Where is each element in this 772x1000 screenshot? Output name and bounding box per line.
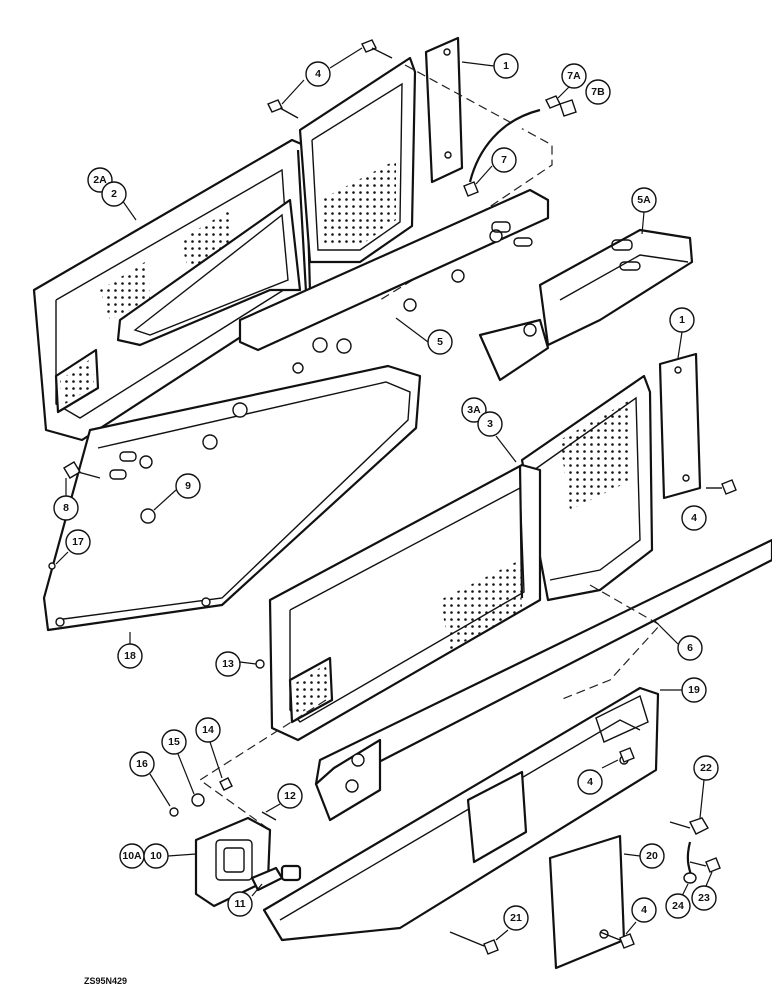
callout-4-right: 4 [681, 505, 707, 531]
svg-text:6: 6 [687, 642, 693, 654]
callout-6: 6 [653, 619, 703, 661]
svg-text:5: 5 [437, 336, 443, 348]
svg-text:1: 1 [503, 60, 509, 72]
svg-text:21: 21 [510, 912, 522, 924]
callout-17: 17 [55, 529, 91, 565]
key-11 [250, 864, 302, 892]
callout-19: 19 [660, 677, 707, 703]
callout-5A: 5A [631, 187, 657, 235]
dashed-guide-lower [559, 584, 661, 701]
callout-4-bottom: 4 [625, 897, 657, 935]
callout-23: 23 [691, 871, 717, 911]
svg-text:19: 19 [688, 684, 700, 696]
hardware [48, 39, 737, 955]
svg-text:4: 4 [691, 512, 697, 524]
cover-plate-1-top [424, 36, 464, 184]
svg-text:18: 18 [124, 650, 136, 662]
svg-text:7B: 7B [591, 86, 605, 98]
svg-text:7A: 7A [567, 70, 581, 82]
callout-7: 7 [475, 147, 517, 185]
svg-text:15: 15 [168, 736, 180, 748]
callout-12: 12 [265, 783, 303, 813]
cover-plate-1-right [658, 352, 702, 500]
callout-18: 18 [117, 632, 143, 669]
callout-13: 13 [215, 651, 257, 677]
svg-text:8: 8 [63, 502, 69, 514]
callout-7B: 7B [585, 79, 611, 105]
door-panel-3 [268, 463, 542, 742]
svg-text:17: 17 [72, 536, 84, 548]
svg-text:24: 24 [672, 900, 684, 912]
callout-2A: 2A [87, 167, 113, 193]
svg-text:22: 22 [700, 762, 712, 774]
callout-8: 8 [53, 478, 79, 521]
lower-cover-19 [262, 686, 660, 942]
lower-rail-18 [42, 362, 422, 632]
callout-5: 5 [395, 317, 453, 355]
door-panel-3-inner [520, 374, 654, 602]
callout-15: 15 [161, 729, 195, 795]
svg-text:20: 20 [646, 850, 658, 862]
callout-7A: 7A [557, 63, 587, 99]
svg-text:12: 12 [284, 790, 296, 802]
door-panel-2 [32, 138, 312, 442]
svg-text:2: 2 [111, 188, 117, 200]
svg-text:1: 1 [679, 314, 685, 326]
plate-20 [548, 834, 626, 970]
callout-22: 22 [693, 755, 719, 819]
svg-text:23: 23 [698, 892, 710, 904]
svg-text:3: 3 [487, 418, 493, 430]
svg-text:14: 14 [202, 724, 214, 736]
svg-text:4: 4 [315, 68, 321, 80]
latch-10 [194, 816, 272, 908]
callout-2: 2 [101, 181, 137, 221]
svg-text:13: 13 [222, 658, 234, 670]
bracket-5A [478, 228, 694, 382]
callout-9: 9 [153, 473, 201, 511]
callout-3A: 3A [461, 397, 487, 423]
callout-4-mid: 4 [577, 759, 619, 795]
svg-text:4: 4 [587, 776, 593, 788]
door-panel-2-inner [298, 56, 417, 264]
svg-text:9: 9 [185, 480, 191, 492]
svg-text:16: 16 [136, 758, 148, 770]
callout-3: 3 [477, 411, 517, 463]
svg-text:7: 7 [501, 154, 507, 166]
callout-4-top: 4 [281, 47, 363, 105]
rail-6 [314, 538, 772, 822]
callout-1-top: 1 [461, 53, 519, 79]
svg-text:11: 11 [234, 898, 245, 910]
svg-text:5A: 5A [637, 194, 651, 206]
drawing-code: ZS95N429 [84, 976, 127, 986]
callout-16: 16 [129, 751, 171, 807]
callout-21: 21 [495, 905, 529, 941]
callout-14: 14 [195, 717, 223, 779]
rail-5 [238, 188, 550, 354]
svg-text:10A: 10A [122, 850, 142, 862]
callout-20: 20 [623, 843, 665, 869]
callout-24: 24 [665, 883, 691, 919]
callout-11: 11 [227, 883, 263, 917]
svg-text:4: 4 [641, 904, 647, 916]
svg-text:2A: 2A [93, 174, 107, 186]
callout-1-right: 1 [669, 307, 695, 359]
dashed-guide-latch [198, 699, 327, 831]
callout-10: 10 [143, 843, 197, 869]
svg-text:10: 10 [150, 850, 162, 862]
svg-text:3A: 3A [467, 404, 481, 416]
callout-10A: 10A [119, 843, 145, 869]
